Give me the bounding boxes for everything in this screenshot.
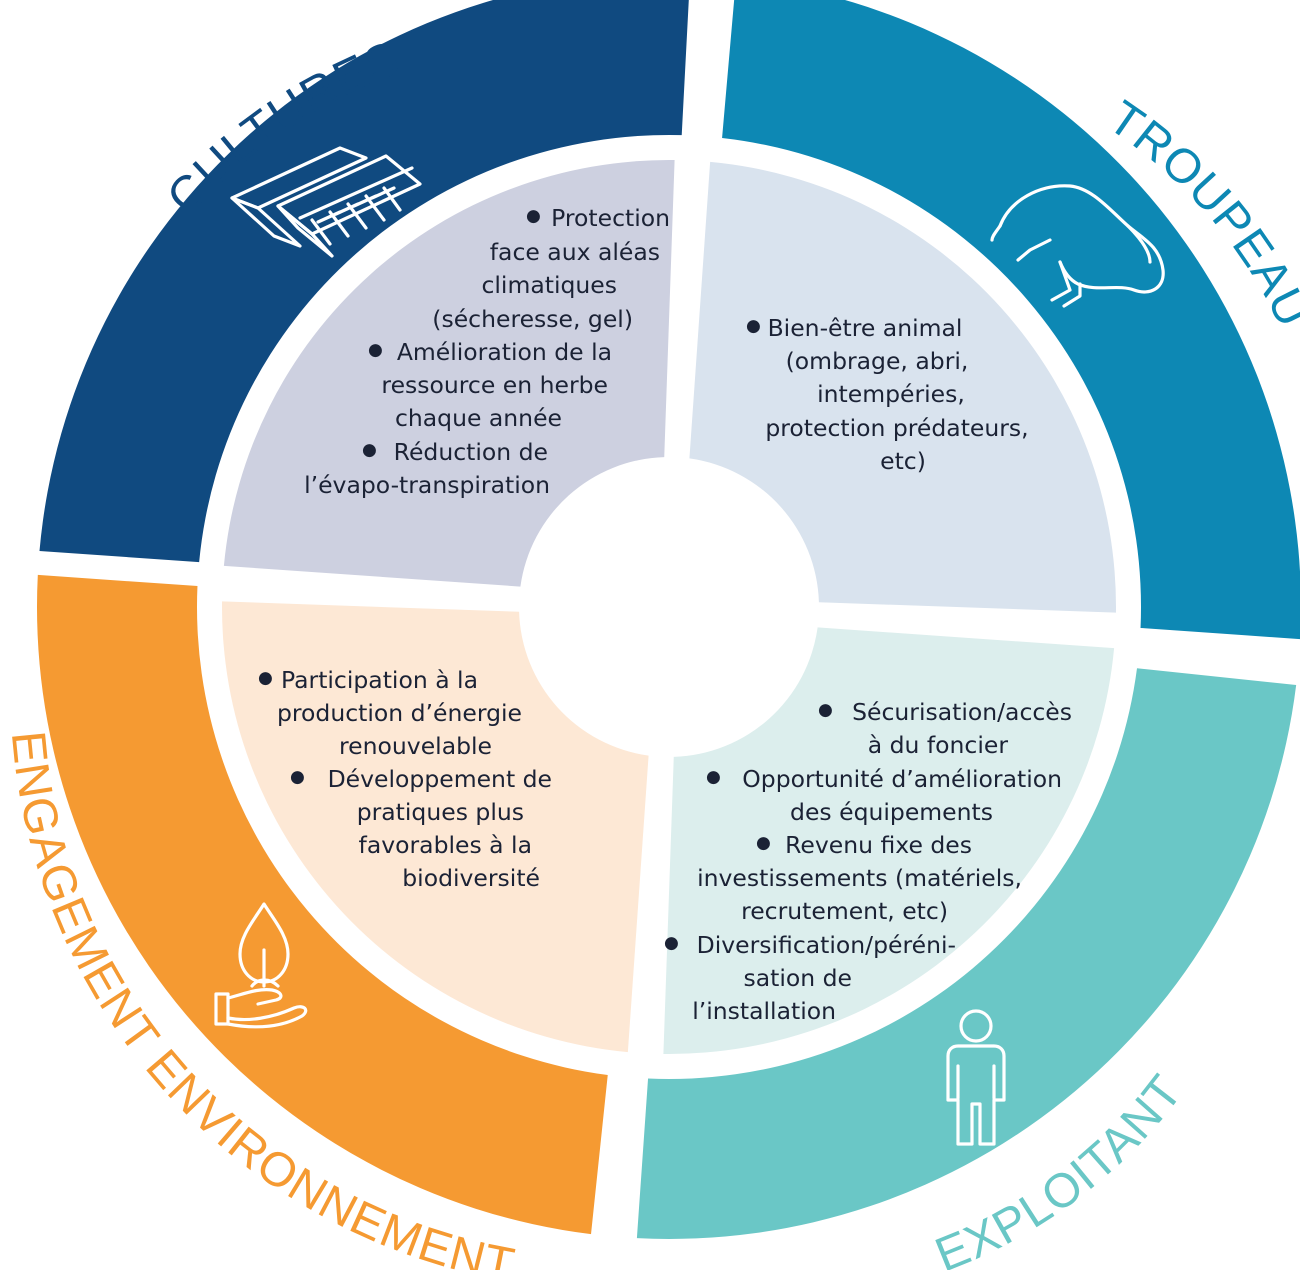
bullet-line: (ombrage, abri, xyxy=(786,347,969,375)
bullet-line: (sécheresse, gel) xyxy=(432,305,633,333)
cultures-outer-segment xyxy=(39,0,689,563)
bullet-line: l’évapo-transpiration xyxy=(304,471,550,499)
bullet-dot: ● xyxy=(746,316,761,336)
bullet-line: biodiversité xyxy=(402,864,540,892)
person-icon xyxy=(946,1009,1006,1146)
bullet-line: climatiques xyxy=(481,271,617,299)
bullet-line: Diversification/péréni- xyxy=(697,931,956,959)
engagement-outer-segment xyxy=(37,574,608,1235)
sheep-icon xyxy=(990,184,1165,308)
bullet-dot: ● xyxy=(362,440,377,460)
bullet-line: chaque année xyxy=(395,404,562,432)
bullet-line: l’installation xyxy=(692,997,836,1025)
bullet-line: Participation à la xyxy=(281,666,478,694)
bullet-dot: ● xyxy=(706,767,721,787)
bullet-line: investissements (matériels, xyxy=(697,864,1022,892)
bullet-line: à du foncier xyxy=(868,731,1009,759)
bullet-line: renouvelable xyxy=(339,732,492,760)
bullet-line: Revenu fixe des xyxy=(785,831,972,859)
bullet-line: Protection xyxy=(551,204,670,232)
bullet-dot: ● xyxy=(526,206,541,226)
bullet-line: des équipements xyxy=(790,798,993,826)
hand-plant-icon xyxy=(214,902,308,1029)
engagement-bullets: ● Participation à la production d’énergi… xyxy=(258,666,552,892)
bullet-line: intempéries, xyxy=(817,380,965,408)
exploitant-inner-segment xyxy=(663,627,1115,1054)
bullet-line: Développement de xyxy=(328,765,552,793)
bullet-line: face aux aléas xyxy=(490,238,660,266)
bullet-dot: ● xyxy=(368,340,383,360)
bullet-dot: ● xyxy=(818,700,833,720)
cultures-bullets: ● Protection face aux aléas climatiques … xyxy=(304,204,670,499)
bullet-dot: ● xyxy=(258,668,273,688)
bullet-line: Opportunité d’amélioration xyxy=(742,765,1062,793)
solar-panels-icon xyxy=(230,146,422,258)
bullet-line: ressource en herbe xyxy=(381,371,608,399)
bullet-line: Bien-être animal xyxy=(768,314,963,342)
bullet-line: Sécurisation/accès xyxy=(852,698,1072,726)
bullet-dot: ● xyxy=(290,767,305,787)
engagement-inner-segment xyxy=(222,601,649,1053)
troupeau-outer-segment xyxy=(722,0,1300,640)
bullet-line: production d’énergie xyxy=(277,699,522,727)
bullet-line: Amélioration de la xyxy=(397,338,612,366)
bullet-line: favorables à la xyxy=(359,831,532,859)
troupeau-inner-segment xyxy=(689,161,1116,613)
exploitant-bullets: ● Sécurisation/accès à du foncier ● Oppo… xyxy=(664,698,1072,1025)
bullet-dot: ● xyxy=(664,933,679,953)
bullet-line: etc) xyxy=(880,447,926,475)
bullet-line: pratiques plus xyxy=(357,798,524,826)
exploitant-outer-segment xyxy=(636,668,1297,1239)
bullet-line: recrutement, etc) xyxy=(741,897,948,925)
bullet-line: protection prédateurs, xyxy=(765,414,1028,442)
bullet-line: sation de xyxy=(743,964,852,992)
cultures-inner-segment xyxy=(223,160,675,587)
bullet-line: Réduction de xyxy=(394,438,548,466)
troupeau-bullets: ● Bien-être animal (ombrage, abri, intem… xyxy=(746,314,1029,475)
bullet-dot: ● xyxy=(756,833,771,853)
